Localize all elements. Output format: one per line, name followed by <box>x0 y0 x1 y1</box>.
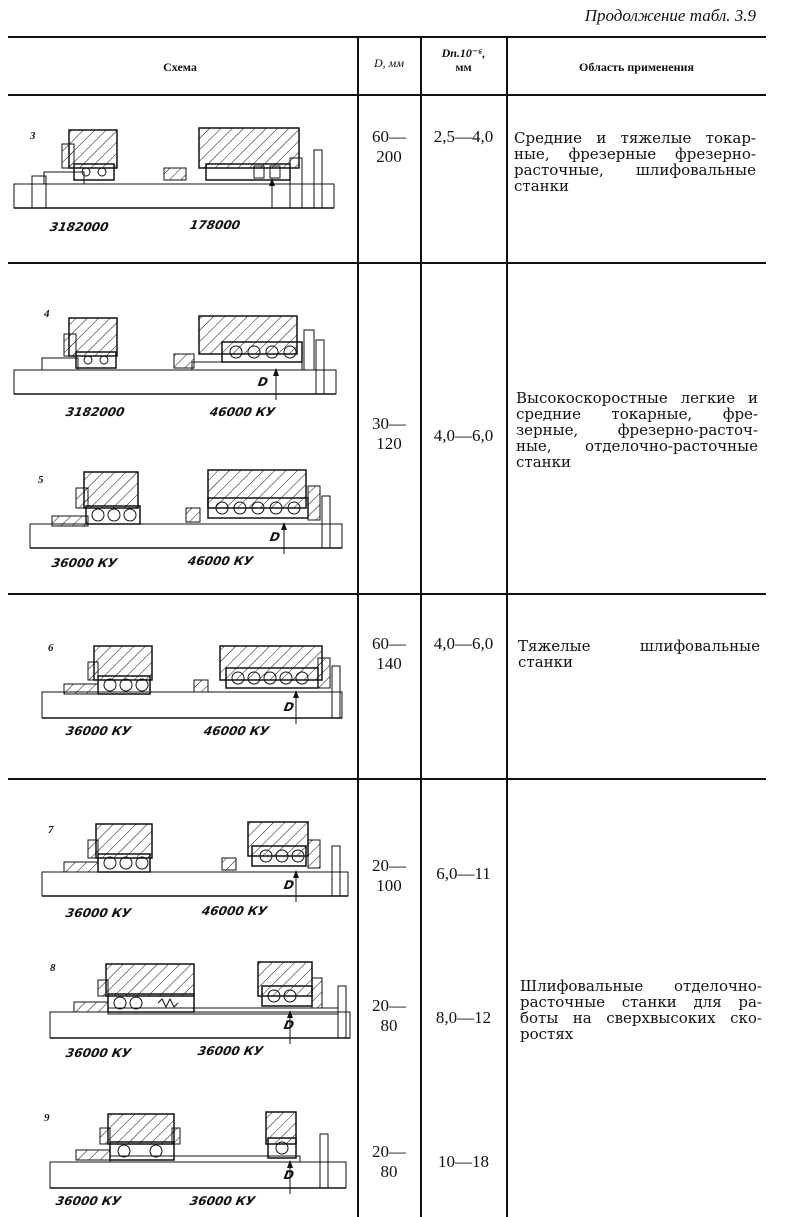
diameter-line: 140 <box>376 654 402 673</box>
bearing-label: 46000 КУ <box>208 405 277 419</box>
scheme-number: 9 <box>44 1112 50 1124</box>
bearing-label: 36000 КУ <box>54 1194 123 1208</box>
bearing-scheme-3 <box>13 127 335 209</box>
bearing-label: 178000 <box>188 218 242 232</box>
bearing-scheme-6 <box>41 645 343 724</box>
scheme-number: 3 <box>30 130 36 142</box>
table-caption: Продолжение табл. 3.9 <box>584 6 756 25</box>
diameter-range: 30— 120 <box>358 414 420 454</box>
diameter-line: 60— <box>372 634 406 653</box>
bearing-scheme-8 <box>49 961 351 1044</box>
row-rule-3 <box>8 778 766 780</box>
col-rule-3 <box>506 36 508 1217</box>
scheme-number: 5 <box>38 474 44 486</box>
diameter-range: 20— 80 <box>358 1142 420 1182</box>
dn-value: 6,0—11 <box>436 864 491 883</box>
bearing-scheme-4 <box>13 315 337 400</box>
bearing-label: 36000 КУ <box>64 906 133 920</box>
header-dn: Dn.10⁻⁶, мм <box>421 46 506 74</box>
dn-value: 4,0—6,0 <box>433 426 494 445</box>
bearing-label: 3182000 <box>48 220 110 234</box>
row-rule-1 <box>8 262 766 264</box>
application-text: Средние и тяжелые токар-ные, фрезерные ф… <box>514 129 756 195</box>
diameter-line: 80 <box>380 1016 398 1035</box>
scheme-number: 4 <box>44 308 50 320</box>
diameter-range: 20— 80 <box>358 996 420 1036</box>
header-rule <box>8 94 766 96</box>
bearing-scheme-9 <box>49 1111 347 1194</box>
diameter-line: 30— <box>372 414 406 433</box>
diameter-line: 120 <box>376 434 402 453</box>
bearing-label: 36000 КУ <box>196 1044 265 1058</box>
col-rule-2 <box>420 36 422 1217</box>
col-rule-1 <box>357 36 359 1217</box>
bearing-label: 36000 КУ <box>64 724 133 738</box>
header-dn-label: Dn.10⁻⁶, <box>441 46 486 60</box>
diameter-range: 60— 200 <box>358 127 420 167</box>
bearing-label: 36000 КУ <box>50 556 119 570</box>
diameter-range: 20— 100 <box>358 856 420 896</box>
row-rule-2 <box>8 593 766 595</box>
dn-value: 4,0—6,0 <box>433 634 494 653</box>
diameter-line: 80 <box>380 1162 398 1181</box>
diameter-line: 20— <box>372 856 406 875</box>
scheme-number: 8 <box>50 962 56 974</box>
dn-value: 8,0—12 <box>435 1008 492 1027</box>
header-dn-unit: мм <box>455 60 472 74</box>
bearing-label: 46000 КУ <box>202 724 271 738</box>
bearing-scheme-7 <box>41 821 349 902</box>
application-text: Высокоскоростные легкие и средние токарн… <box>516 389 758 471</box>
application-text: Тяжелые шлифовальные станки <box>518 637 760 671</box>
dn-value: 10—18 <box>438 1152 489 1171</box>
bearing-scheme-5 <box>29 469 343 554</box>
top-rule <box>8 36 766 38</box>
header-scheme: Схема <box>163 60 197 74</box>
bearing-label: 3182000 <box>64 405 126 419</box>
diameter-line: 100 <box>376 876 402 895</box>
dn-value: 2,5—4,0 <box>433 127 494 146</box>
header-application: Область применения <box>579 60 694 74</box>
bearing-label: 46000 КУ <box>186 554 255 568</box>
scheme-number: 7 <box>48 824 54 836</box>
application-text: Шлифовальные отделочно-расточные станки … <box>520 977 762 1043</box>
scheme-number: 6 <box>48 642 54 654</box>
bearing-label: 36000 КУ <box>64 1046 133 1060</box>
diameter-range: 60— 140 <box>358 634 420 674</box>
diameter-line: 20— <box>372 1142 406 1161</box>
diameter-line: 20— <box>372 996 406 1015</box>
diameter-line: 60— <box>372 127 406 146</box>
header-d: D, мм <box>374 56 404 70</box>
bearing-label: 36000 КУ <box>188 1194 257 1208</box>
diameter-line: 200 <box>376 147 402 166</box>
bearing-label: 46000 КУ <box>200 904 269 918</box>
